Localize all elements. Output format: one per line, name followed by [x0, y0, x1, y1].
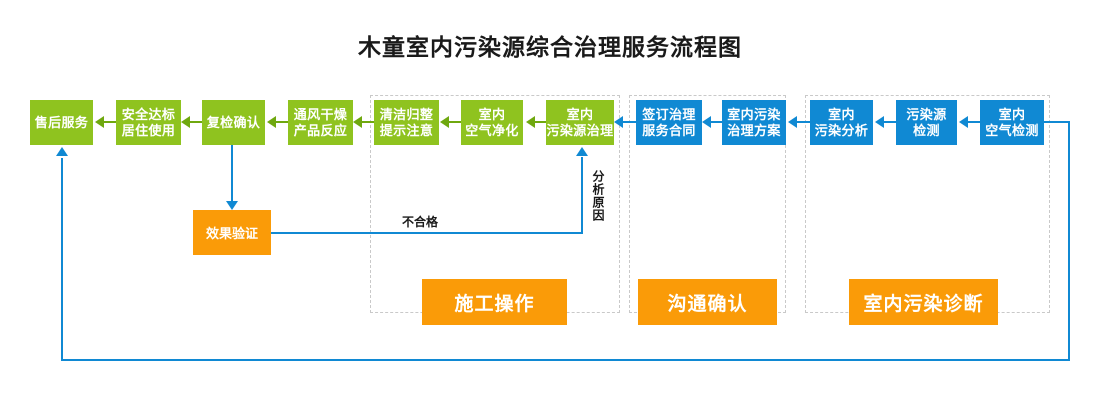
connector-left-riser-to-after-sales [61, 158, 63, 360]
node-source-treatment-line1: 室内 [566, 106, 594, 122]
node-sign-contract[interactable]: 签订治理 服务合同 [636, 100, 702, 145]
arrow-clean-to-dry [353, 116, 362, 128]
connector-recheck-to-effect-verification [231, 145, 233, 202]
page-title: 木童室内污染源综合治理服务流程图 [358, 34, 742, 60]
arrow-plan-to-sign-contract [702, 116, 711, 128]
arrow-recheck-to-effect-verification [226, 201, 238, 210]
category-box-construction[interactable]: 施工操作 [422, 279, 567, 325]
connector-bottom-feedback [61, 359, 1070, 361]
node-after-sales-line1: 售后服务 [34, 114, 89, 130]
arrow-air-detect-to-source-detect [959, 116, 968, 128]
node-clean-notice[interactable]: 清洁归整 提示注意 [374, 100, 439, 145]
node-pollution-analysis-line2: 污染分析 [814, 122, 869, 138]
arrow-sign-contract-to-source-treat [614, 116, 623, 128]
connector-right-riser [1068, 121, 1070, 361]
category-box-diagnosis[interactable]: 室内污染诊断 [849, 279, 998, 325]
arrow-source-treat-to-purify [526, 116, 535, 128]
category-box-construction-label: 施工操作 [454, 293, 535, 315]
category-box-communication-label: 沟通确认 [667, 293, 748, 315]
node-air-purification[interactable]: 室内 空气净化 [461, 100, 523, 145]
connector-dry-to-recheck [276, 121, 288, 123]
node-clean-notice-line2: 提示注意 [379, 122, 434, 138]
node-ventilate-dry-line2: 产品反应 [293, 122, 348, 138]
node-pollution-analysis-line1: 室内 [828, 106, 855, 122]
connector-effect-verification-to-source-treatment [271, 232, 583, 234]
node-effect-verification-label: 效果验证 [205, 226, 258, 241]
connector-source-treat-to-purify [535, 121, 546, 123]
connector-sign-contract-to-source-treat [623, 121, 636, 123]
node-recheck-confirm[interactable]: 复检确认 [202, 100, 265, 145]
node-treatment-plan[interactable]: 室内污染 治理方案 [722, 100, 786, 145]
connector-analysis-to-plan [797, 121, 810, 123]
node-air-detection-line2: 空气检测 [985, 122, 1039, 138]
category-box-diagnosis-label: 室内污染诊断 [863, 293, 984, 315]
node-sign-contract-line1: 签订治理 [642, 106, 696, 122]
node-ventilate-dry[interactable]: 通风干燥 产品反应 [288, 100, 353, 145]
node-after-sales[interactable]: 售后服务 [30, 100, 93, 145]
node-treatment-plan-line1: 室内污染 [727, 106, 781, 122]
arrow-recheck-to-safe-living [181, 116, 190, 128]
node-air-purification-line1: 室内 [478, 106, 506, 122]
node-source-treatment[interactable]: 室内 污染源治理 [546, 100, 614, 145]
node-source-detection-line1: 污染源 [906, 106, 947, 122]
connector-recheck-to-safe-living [190, 121, 202, 123]
connector-clean-to-dry [362, 121, 374, 123]
arrow-up-to-source-treatment [576, 147, 588, 156]
connector-plan-to-sign-contract [711, 121, 722, 123]
node-air-detection[interactable]: 室内 空气检测 [980, 100, 1044, 145]
node-safe-living-line2: 居住使用 [121, 122, 176, 138]
connector-source-detect-to-analysis [884, 121, 896, 123]
node-effect-verification[interactable]: 效果验证 [193, 210, 271, 255]
arrow-feedback-to-after-sales [56, 147, 68, 156]
node-pollution-analysis[interactable]: 室内 污染分析 [810, 100, 873, 145]
node-air-detection-line1: 室内 [998, 106, 1026, 122]
arrow-source-detect-to-analysis [875, 116, 884, 128]
node-safe-living[interactable]: 安全达标 居住使用 [116, 100, 181, 145]
node-source-detection-line2: 检测 [913, 122, 940, 138]
node-recheck-confirm-line1: 复检确认 [206, 114, 261, 130]
category-box-communication[interactable]: 沟通确认 [638, 279, 777, 325]
connector-safe-living-to-after-sales [104, 121, 116, 123]
edge-label-fail: 不合格 [402, 215, 439, 229]
node-sign-contract-line2: 服务合同 [642, 122, 696, 138]
arrow-purify-to-clean [440, 116, 449, 128]
arrow-safe-living-to-after-sales [95, 116, 104, 128]
connector-air-detect-out [1044, 121, 1070, 123]
node-air-purification-line2: 空气净化 [465, 122, 519, 138]
connector-purify-to-clean [449, 121, 461, 123]
arrow-dry-to-recheck [267, 116, 276, 128]
node-ventilate-dry-line1: 通风干燥 [293, 106, 348, 122]
node-source-treatment-line2: 污染源治理 [546, 122, 614, 138]
node-clean-notice-line1: 清洁归整 [379, 106, 434, 122]
node-treatment-plan-line2: 治理方案 [727, 122, 781, 138]
node-safe-living-line1: 安全达标 [121, 106, 176, 122]
edge-label-analyze-cause: 分析原因 [591, 170, 605, 222]
connector-riser-to-source-treatment [581, 157, 583, 232]
node-source-detection[interactable]: 污染源 检测 [896, 100, 957, 145]
arrow-analysis-to-plan [788, 116, 797, 128]
connector-air-detect-to-source-detect [968, 121, 980, 123]
